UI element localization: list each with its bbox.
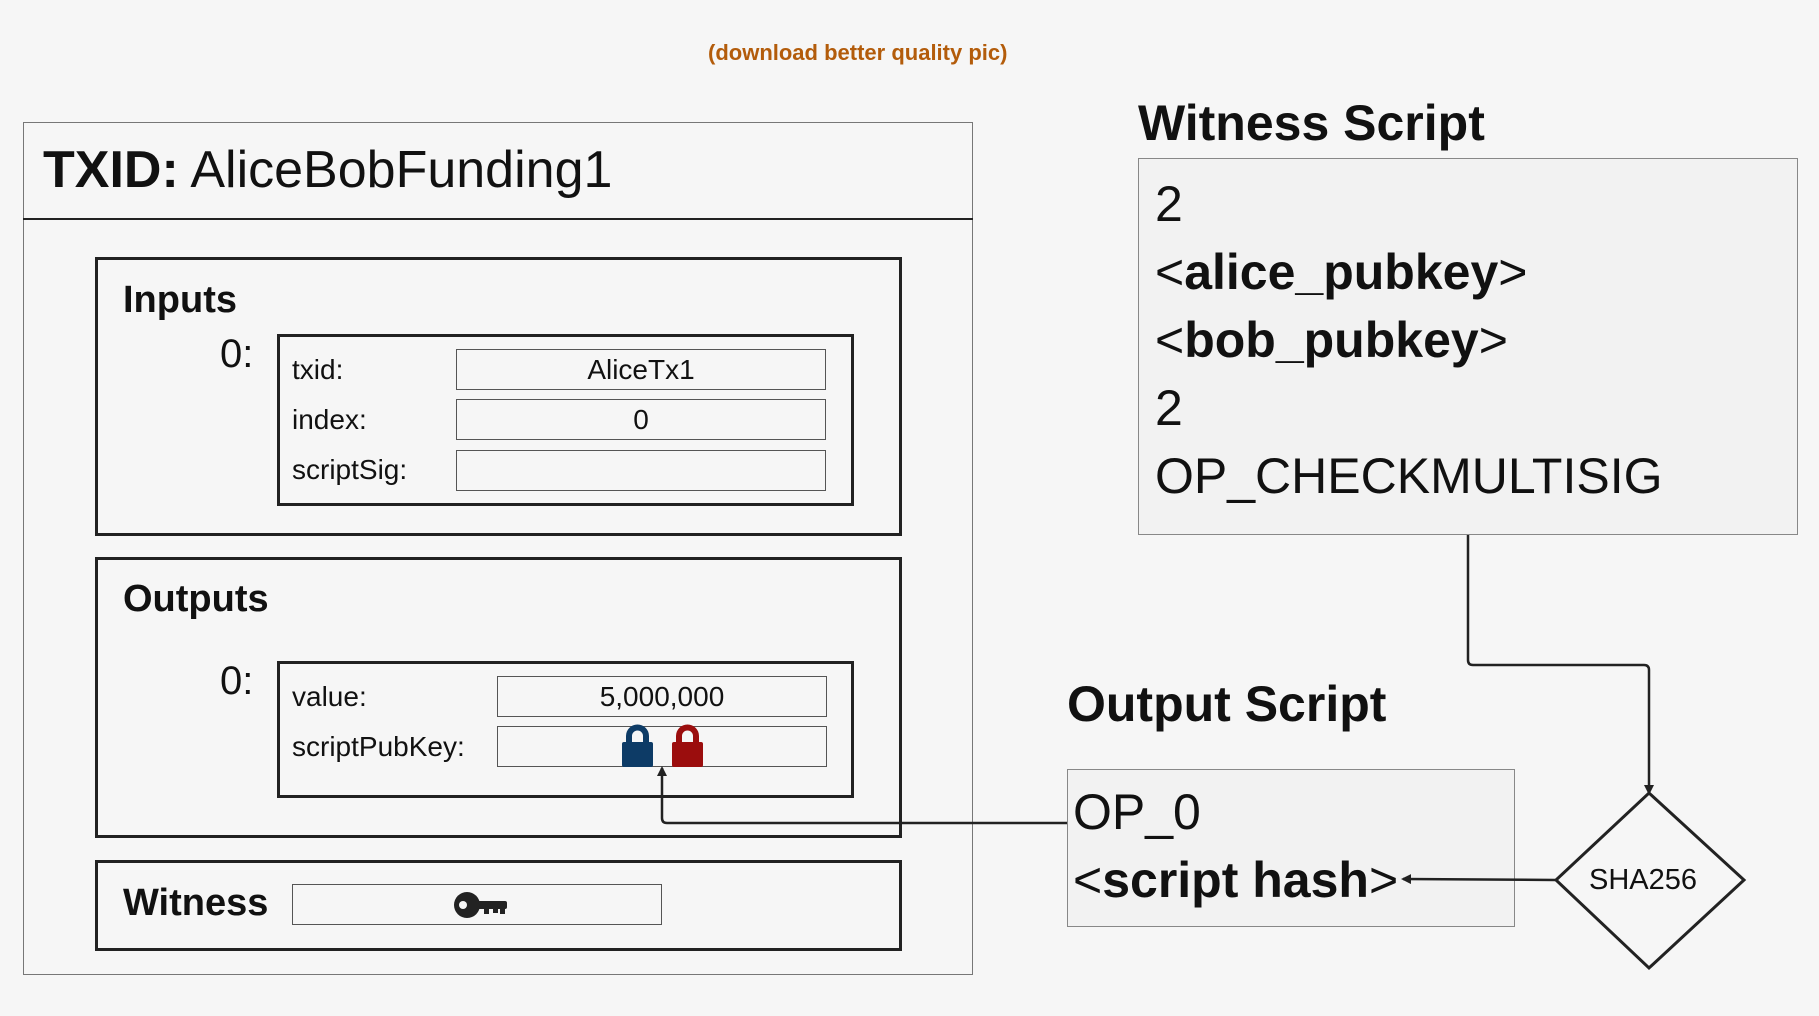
alice-pubkey: alice_pubkey [1184,244,1499,300]
output-script-title: Output Script [1067,676,1387,732]
outputs-label: Outputs [123,578,269,620]
inputs-label: Inputs [123,279,237,321]
transaction-title: TXID: AliceBobFunding1 [43,140,612,200]
witness-script-line-1: 2 [1155,176,1183,232]
witness-script-line-3: <bob_pubkey> [1155,312,1508,368]
output-value-field: 5,000,000 [497,676,827,717]
output-scriptpubkey-field [497,726,827,767]
red-lock-icon [672,724,703,767]
bob-pubkey: bob_pubkey [1184,312,1479,368]
sha256-diamond [1553,790,1747,971]
key-icon [454,892,507,918]
witness-script-line-5: OP_CHECKMULTISIG [1155,448,1663,504]
input-index-field-label: index: [292,404,367,435]
input-0-box [277,334,854,506]
download-link[interactable]: (download better quality pic) [708,40,1008,65]
output-script-hash: <script hash> [1073,852,1399,908]
transaction-header [23,122,973,220]
input-index-label: 0: [220,332,254,376]
inputs-section [95,257,902,536]
witness-section [95,860,902,951]
input-index-field: 0 [456,399,826,440]
output-value-label: value: [292,681,367,712]
witness-script-title: Witness Script [1138,95,1485,151]
outputs-section [95,557,902,838]
output-script-op: OP_0 [1073,784,1201,840]
connector-sha-to-hash [1401,874,1557,885]
witness-script-line-4: 2 [1155,380,1183,436]
connector-output-to-lock [657,766,1067,825]
output-index-label: 0: [220,659,254,703]
connector-witness-to-sha [1466,535,1654,795]
input-txid-label: txid: [292,354,344,385]
output-scriptpubkey-label: scriptPubKey: [292,731,465,762]
sha256-label: SHA256 [1589,864,1698,896]
output-0-box [277,661,854,798]
output-script-box [1067,769,1515,927]
input-txid-field: AliceTx1 [456,349,826,390]
blue-lock-icon [622,724,653,767]
txid-label: TXID: [43,141,179,199]
witness-label: Witness [123,882,269,924]
input-scriptsig-label: scriptSig: [292,454,408,485]
script-hash: script hash [1102,852,1369,908]
witness-script-box [1138,158,1798,535]
witness-script-line-2: <alice_pubkey> [1155,244,1528,300]
transaction-card [23,122,973,975]
txid-value: AliceBobFunding1 [190,141,613,199]
input-scriptsig-field [456,450,826,491]
